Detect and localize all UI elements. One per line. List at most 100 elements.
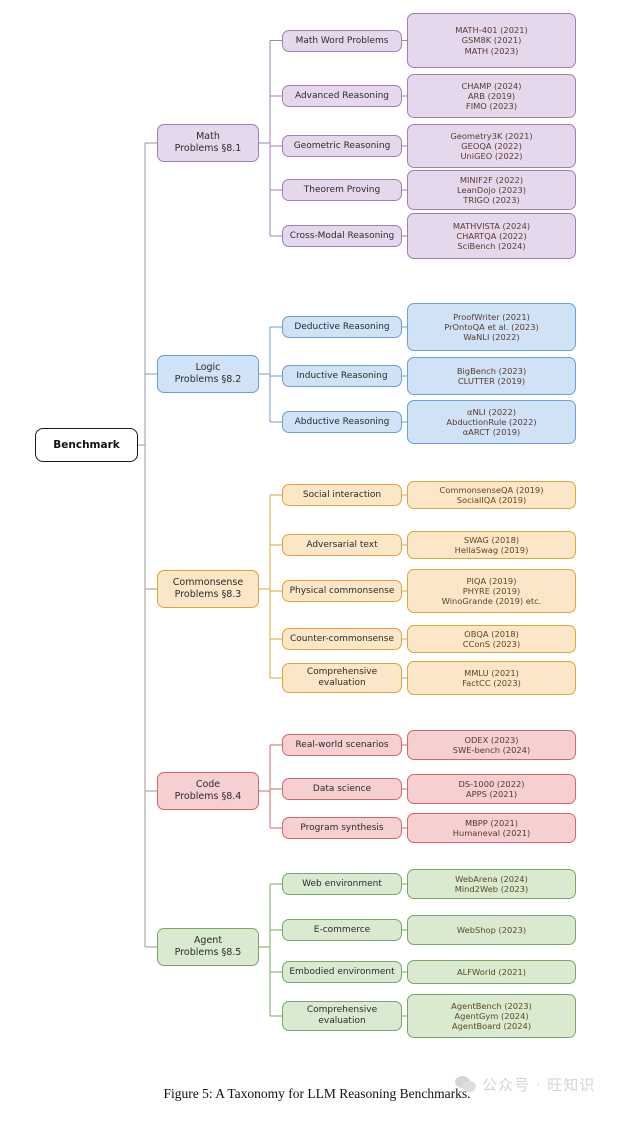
benchmark-item: αNLI (2022) (467, 406, 516, 417)
benchmark-item: AgentBench (2023) (451, 1000, 532, 1011)
benchmark-list: AgentBench (2023)AgentGym (2024)AgentBoa… (408, 1001, 575, 1031)
subcategory-node[interactable]: Social interaction (282, 484, 402, 506)
benchmark-list-node[interactable]: WebArena (2024)Mind2Web (2023) (407, 869, 576, 899)
root-label: Benchmark (53, 438, 120, 451)
subcategory-node[interactable]: Deductive Reasoning (282, 316, 402, 338)
benchmark-list: OBQA (2018)CConS (2023) (408, 629, 575, 649)
subcategory-node[interactable]: Program synthesis (282, 817, 402, 839)
benchmark-item: ProofWriter (2021) (453, 311, 530, 322)
benchmark-list-node[interactable]: MINIF2F (2022)LeanDojo (2023)TRIGO (2023… (407, 170, 576, 210)
subcategory-label: Inductive Reasoning (296, 370, 388, 381)
subcategory-label: Abductive Reasoning (294, 416, 390, 427)
subcategory-node[interactable]: Adversarial text (282, 534, 402, 556)
category-label-line1: Commonsense (172, 577, 244, 589)
benchmark-item: APPS (2021) (465, 789, 518, 799)
benchmark-list-node[interactable]: AgentBench (2023)AgentGym (2024)AgentBoa… (407, 994, 576, 1038)
subcategory-node[interactable]: Advanced Reasoning (282, 85, 402, 107)
benchmark-item: LeanDojo (2023) (457, 184, 526, 195)
benchmark-item: WebShop (2023) (456, 924, 527, 935)
benchmark-list-node[interactable]: WebShop (2023) (407, 915, 576, 945)
subcategory-label: Program synthesis (300, 822, 384, 833)
subcategory-label: Social interaction (302, 489, 382, 500)
benchmark-item: DS-1000 (2022) (458, 778, 525, 789)
subcategory-node[interactable]: Math Word Problems (282, 30, 402, 52)
subcategory-node[interactable]: Real-world scenarios (282, 734, 402, 756)
benchmark-list-node[interactable]: SWAG (2018)HellaSwag (2019) (407, 531, 576, 559)
benchmark-item: PHYRE (2019) (462, 585, 521, 596)
benchmark-list-node[interactable]: BigBench (2023)CLUTTER (2019) (407, 357, 576, 395)
benchmark-list-node[interactable]: MBPP (2021)Humaneval (2021) (407, 813, 576, 843)
subcategory-node[interactable]: Cross-Modal Reasoning (282, 225, 402, 247)
benchmark-list: BigBench (2023)CLUTTER (2019) (408, 366, 575, 386)
benchmark-item: FactCC (2023) (462, 678, 521, 688)
category-label-line2: Problems §8.5 (174, 947, 242, 958)
benchmark-list: ODEX (2023)SWE-bench (2024) (408, 735, 575, 755)
benchmark-list-node[interactable]: CommonsenseQA (2019)SocialIQA (2019) (407, 481, 576, 509)
subcategory-node[interactable]: Geometric Reasoning (282, 135, 402, 157)
benchmark-item: CLUTTER (2019) (457, 376, 526, 386)
benchmark-item: SciBench (2024) (457, 241, 526, 252)
benchmark-list-node[interactable]: αNLI (2022)AbductionRule (2022)αARCT (20… (407, 400, 576, 444)
subcategory-label: Counter-commonsense (290, 633, 394, 644)
benchmark-list-node[interactable]: OBQA (2018)CConS (2023) (407, 625, 576, 653)
benchmark-item: SocialIQA (2019) (456, 495, 527, 505)
category-label-line2: Problems §8.1 (174, 143, 242, 154)
benchmark-list-node[interactable]: MMLU (2021)FactCC (2023) (407, 661, 576, 695)
benchmark-item: MATH (2023) (464, 45, 519, 56)
benchmark-list-node[interactable]: CHAMP (2024)ARB (2019)FIMO (2023) (407, 74, 576, 118)
subcategory-label: Data science (312, 783, 372, 794)
subcategory-label: Deductive Reasoning (294, 321, 390, 332)
subcategory-node[interactable]: Counter-commonsense (282, 628, 402, 650)
benchmark-list-node[interactable]: ProofWriter (2021)PrOntoQA et al. (2023)… (407, 303, 576, 351)
subcategory-node[interactable]: Embodied environment (282, 961, 402, 983)
category-label-line2: Problems §8.4 (174, 791, 242, 802)
benchmark-item: ARB (2019) (467, 90, 516, 101)
subcategory-node[interactable]: Abductive Reasoning (282, 411, 402, 433)
benchmark-list-node[interactable]: MATH-401 (2021)GSM8K (2021)MATH (2023) (407, 13, 576, 68)
subcategory-node[interactable]: Inductive Reasoning (282, 365, 402, 387)
benchmark-list: ProofWriter (2021)PrOntoQA et al. (2023)… (408, 312, 575, 342)
benchmark-list-node[interactable]: Geometry3K (2021)GEOQA (2022)UniGEO (202… (407, 124, 576, 168)
benchmark-item: TRIGO (2023) (463, 195, 520, 206)
subcategory-label: Geometric Reasoning (293, 140, 391, 151)
benchmark-item: HellaSwag (2019) (454, 545, 529, 555)
subcategory-label-line1: Comprehensive (306, 1005, 378, 1016)
subcategory-node[interactable]: Physical commonsense (282, 580, 402, 602)
benchmark-list-node[interactable]: PIQA (2019)PHYRE (2019)WinoGrande (2019)… (407, 569, 576, 613)
benchmark-item: MINIF2F (2022) (459, 174, 524, 185)
benchmark-item: WebArena (2024) (455, 873, 528, 884)
benchmark-list-node[interactable]: DS-1000 (2022)APPS (2021) (407, 774, 576, 804)
benchmark-item: MATHVISTA (2024) (452, 220, 531, 231)
benchmark-item: PrOntoQA et al. (2023) (444, 321, 539, 332)
benchmark-item: CConS (2023) (462, 639, 521, 649)
subcategory-node[interactable]: Theorem Proving (282, 179, 402, 201)
subcategory-node[interactable]: E-commerce (282, 919, 402, 941)
benchmark-item: BigBench (2023) (456, 365, 527, 376)
benchmark-list-node[interactable]: MATHVISTA (2024)CHARTQA (2022)SciBench (… (407, 213, 576, 259)
subcategory-node[interactable]: Data science (282, 778, 402, 800)
benchmark-list: αNLI (2022)AbductionRule (2022)αARCT (20… (408, 407, 575, 437)
root-node-benchmark[interactable]: Benchmark (35, 428, 138, 462)
benchmark-item: CommonsenseQA (2019) (439, 484, 544, 495)
benchmark-list: CommonsenseQA (2019)SocialIQA (2019) (408, 485, 575, 505)
subcategory-label-line1: Comprehensive (306, 667, 378, 678)
benchmark-list: DS-1000 (2022)APPS (2021) (408, 779, 575, 799)
benchmark-list-node[interactable]: ODEX (2023)SWE-bench (2024) (407, 730, 576, 760)
subcategory-node[interactable]: Web environment (282, 873, 402, 895)
category-label-line2: Problems §8.3 (174, 589, 242, 600)
benchmark-item: WaNLI (2022) (463, 332, 520, 343)
benchmark-item: Humaneval (2021) (452, 828, 531, 838)
benchmark-item: PIQA (2019) (466, 575, 517, 586)
benchmark-list-node[interactable]: ALFWorld (2021) (407, 960, 576, 984)
